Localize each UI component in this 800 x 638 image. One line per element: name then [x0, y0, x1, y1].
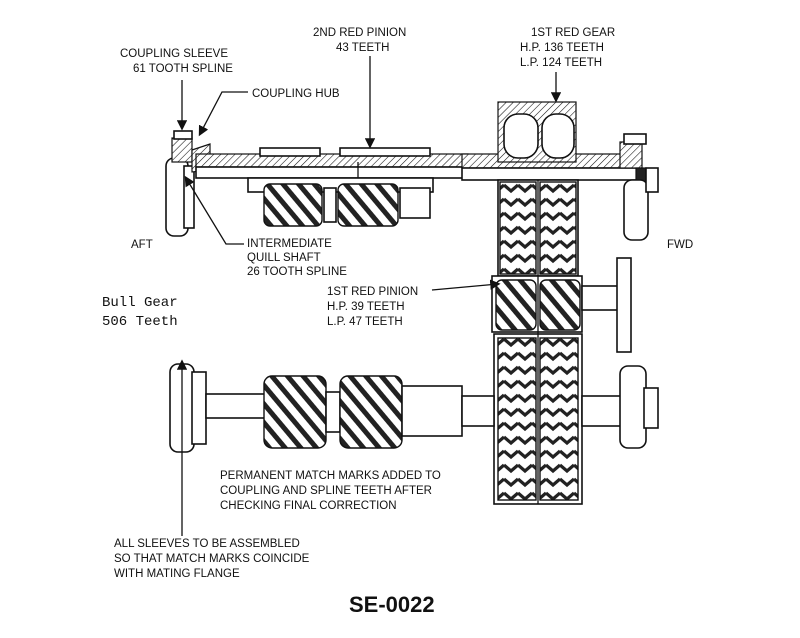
- bull-gear-label-1: Bull Gear: [102, 295, 178, 311]
- sleeves-note-1: ALL SLEEVES TO BE ASSEMBLED: [114, 538, 300, 550]
- upper-shaft-assembly: [165, 130, 659, 241]
- second-red-pinion-fwd: [337, 183, 399, 227]
- coupling-sleeve-label-2: 61 TOOTH SPLINE: [133, 63, 233, 75]
- leader-lines: [176, 56, 562, 536]
- match-marks-note-2: COUPLING AND SPLINE TEETH AFTER: [220, 485, 432, 497]
- bull-gear-label-2: 506 Teeth: [102, 314, 178, 330]
- match-marks-note-1: PERMANENT MATCH MARKS ADDED TO: [220, 470, 441, 482]
- match-marks-note-3: CHECKING FINAL CORRECTION: [220, 500, 397, 512]
- second-red-pinion-label-1: 2ND RED PINION: [313, 27, 406, 39]
- bull-gear: [493, 180, 583, 505]
- quill-shaft-label-2: QUILL SHAFT: [247, 252, 321, 264]
- first-red-pinion-label-3: L.P. 47 TEETH: [327, 316, 403, 328]
- lower-pinion-aft: [263, 375, 327, 449]
- first-red-gear-label-2: H.P. 136 TEETH: [520, 42, 604, 54]
- fwd-lower-bearing: [619, 365, 647, 449]
- second-red-pinion-aft: [263, 183, 323, 227]
- coupling-sleeve-label-1: COUPLING SLEEVE: [120, 48, 228, 60]
- coupling-sleeve: [171, 137, 193, 163]
- first-red-gear-label-3: L.P. 124 TEETH: [520, 57, 602, 69]
- second-red-pinion-label-2: 43 TEETH: [336, 42, 389, 54]
- callouts: COUPLING SLEEVE 61 TOOTH SPLINE COUPLING…: [102, 27, 693, 617]
- lower-pinion-fwd: [339, 375, 403, 449]
- quill-shaft-label-3: 26 TOOTH SPLINE: [247, 266, 347, 278]
- fwd-label: FWD: [667, 239, 693, 251]
- first-red-pinion-label-2: H.P. 39 TEETH: [327, 301, 405, 313]
- sleeves-note-2: SO THAT MATCH MARKS COINCIDE: [114, 553, 310, 565]
- fwd-upper-bearing: [623, 179, 649, 241]
- intermediate-quill-shaft: [195, 166, 467, 179]
- first-red-pinion: [491, 257, 632, 353]
- coupling-hub-label: COUPLING HUB: [252, 88, 340, 100]
- first-red-pinion-label-1: 1ST RED PINION: [327, 286, 418, 298]
- lower-shaft-assembly: [169, 363, 659, 453]
- sleeves-note-3: WITH MATING FLANGE: [114, 568, 240, 580]
- drawing-id: SE-0022: [349, 592, 435, 617]
- pinion-flange: [616, 257, 632, 353]
- quill-shaft-label-1: INTERMEDIATE: [247, 238, 332, 250]
- first-red-gear-label-1: 1ST RED GEAR: [531, 27, 615, 39]
- aft-label: AFT: [131, 239, 153, 251]
